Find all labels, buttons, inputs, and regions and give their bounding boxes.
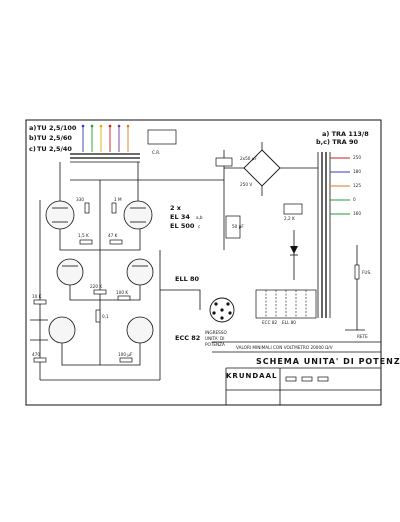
output-transformer-primary [70, 153, 140, 163]
input-connector [209, 297, 235, 323]
input-a-letter: a) [29, 124, 36, 132]
ecc82-label: ECC 82 [175, 334, 200, 342]
component-values: 1,5 K 47 K 220 K 100 K 0,1 10 K 470 100 … [32, 197, 295, 357]
sheet-border [25, 119, 382, 406]
svg-text:100 μF: 100 μF [118, 352, 133, 357]
output-tube-left [45, 200, 75, 230]
svg-text:250 V: 250 V [240, 182, 252, 187]
svg-text:2x50 μF: 2x50 μF [240, 156, 257, 161]
el500-sub: c [198, 224, 201, 229]
svg-text:47 K: 47 K [108, 233, 118, 238]
input-colored-leads [81, 124, 130, 152]
ell80-label: ELL 80 [175, 275, 200, 283]
signal-wiring [30, 162, 201, 381]
svg-text:1 M: 1 M [114, 197, 122, 202]
out-125: 125 [353, 183, 361, 188]
svg-text:220 K: 220 K [90, 284, 102, 289]
input-tube-right [126, 316, 154, 344]
input-tube-left [48, 316, 76, 344]
power-transformer [317, 152, 331, 318]
el34-sub: a,b [196, 215, 203, 220]
svg-text:330: 330 [76, 197, 84, 202]
input-b-value: TU 2,5/60 [37, 134, 72, 142]
input-b-letter: b) [29, 134, 37, 142]
transformer-a-label: a) TRA 113/8 [322, 130, 369, 138]
measurement-note: VALORI MINIMALI CON VOLTMETRO 20000 Ω/V [236, 345, 333, 350]
svg-text:10 K: 10 K [32, 294, 42, 299]
input-c-value: TU 2,5/40 [37, 145, 72, 153]
out-160: 160 [353, 211, 361, 216]
out-250: 250 [353, 155, 361, 160]
out-180: 180 [353, 169, 361, 174]
output-tube-right [123, 200, 153, 230]
ell80-heater-label: ELL 80 [282, 320, 296, 325]
input-c-letter: c) [29, 145, 36, 153]
rectifier-bridge [224, 142, 318, 196]
filter-capacitors: 2x50 μF 250 V [215, 156, 303, 239]
brand-name: KRUNDAAL [226, 372, 277, 380]
cr-network-box [147, 129, 177, 145]
driver-tube-left [56, 258, 84, 286]
fuse-label: FUS. [362, 270, 371, 275]
driver-tube-right [126, 258, 154, 286]
out-0: 0 [353, 197, 356, 202]
connector-label-2: UNITA' DI [205, 336, 224, 341]
svg-text:470: 470 [32, 352, 40, 357]
svg-text:100 K: 100 K [116, 290, 128, 295]
connector-label-3: POTENZA [205, 342, 225, 347]
svg-text:50 μF: 50 μF [232, 224, 244, 229]
ecc82-heater-label: ECC 82 [262, 320, 277, 325]
resistors [33, 202, 133, 363]
el34-label: EL 34 [170, 213, 190, 221]
svg-text:1,5 K: 1,5 K [78, 233, 89, 238]
schematic-title: SCHEMA UNITA' DI POTENZA [256, 357, 400, 366]
el34-count: 2 x [170, 204, 182, 212]
secondary-leads: 250 180 125 0 160 [330, 155, 361, 216]
svg-text:2,2 K: 2,2 K [284, 216, 295, 221]
svg-text:0,1: 0,1 [102, 314, 109, 319]
mains-label: RETE [357, 334, 368, 339]
heater-block [255, 289, 317, 319]
cr-label: C.R. [152, 150, 160, 155]
input-a-value: TU 2,5/100 [37, 124, 77, 132]
transformer-bc-label: b,c) TRA 90 [316, 138, 358, 146]
revision-marks [285, 376, 329, 382]
fuse [354, 264, 360, 280]
connector-label-1: INGRESSO [205, 330, 227, 335]
el500-label: EL 500 [170, 222, 195, 230]
rectifier-diode [290, 230, 298, 280]
